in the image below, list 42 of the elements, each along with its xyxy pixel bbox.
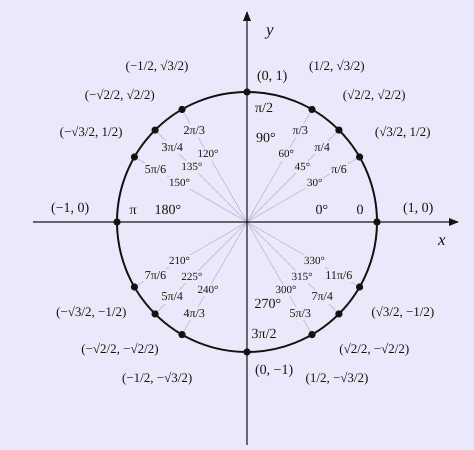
radian-label: 5π/6 [144,162,168,176]
degree-label: 210° [168,255,191,268]
degree-label: 120° [196,148,220,161]
point-label: (0, 1) [256,68,288,84]
degree-label: 330° [303,255,326,268]
coordinate-label: (−√2/2, −√2/2) [80,342,160,357]
degree-label: 150° [168,177,191,190]
coordinate-label: (√2/2, √2/2) [342,88,406,102]
radian-label: 4π/3 [182,307,206,320]
coordinate-label: (−1/2, −√3/2) [121,370,194,386]
degree-label: 300° [274,284,298,296]
radian-label: 2π/3 [182,124,206,137]
radian-label: 7π/6 [144,268,168,282]
coordinate-label: (1/2, √3/2) [308,59,366,74]
radian-label: 3π/4 [160,140,184,154]
point-label: (−1, 0) [50,200,90,216]
point-label: (1, 0) [402,200,434,216]
degree-label: 45° [294,160,312,173]
coordinate-label: (√3/2, 1/2) [374,125,432,140]
coordinate-label: (−√2/2, √2/2) [84,88,156,102]
radian-label: π/4 [313,140,331,154]
coordinate-label: (1/2, −√3/2) [304,370,370,386]
axis-label: y [265,20,275,40]
degree-label: 60° [278,148,295,161]
degree-label: 135° [180,160,204,173]
radian-label: 5π/3 [288,307,312,320]
radian-label: 7π/4 [310,290,334,304]
coordinate-label: (−√3/2, 1/2) [58,125,124,140]
coordinate-label: (√2/2, −√2/2) [338,342,410,357]
degree-label: 315° [290,271,314,284]
degree-label: 30° [306,177,324,190]
radian-label: 11π/6 [324,268,354,282]
coordinate-label: (√3/2, −1/2) [370,305,436,320]
point-label: (0, −1) [254,362,294,378]
degree-label: 225° [180,271,204,284]
degree-label: 240° [196,284,220,296]
axis-label: x [437,230,447,250]
coordinate-label: (−1/2, √3/2) [124,59,190,74]
coordinate-label: (−√3/2, −1/2) [55,305,128,320]
radian-label: 5π/4 [160,290,184,304]
radian-label: π/6 [330,162,348,176]
radian-label: π/3 [292,124,309,137]
